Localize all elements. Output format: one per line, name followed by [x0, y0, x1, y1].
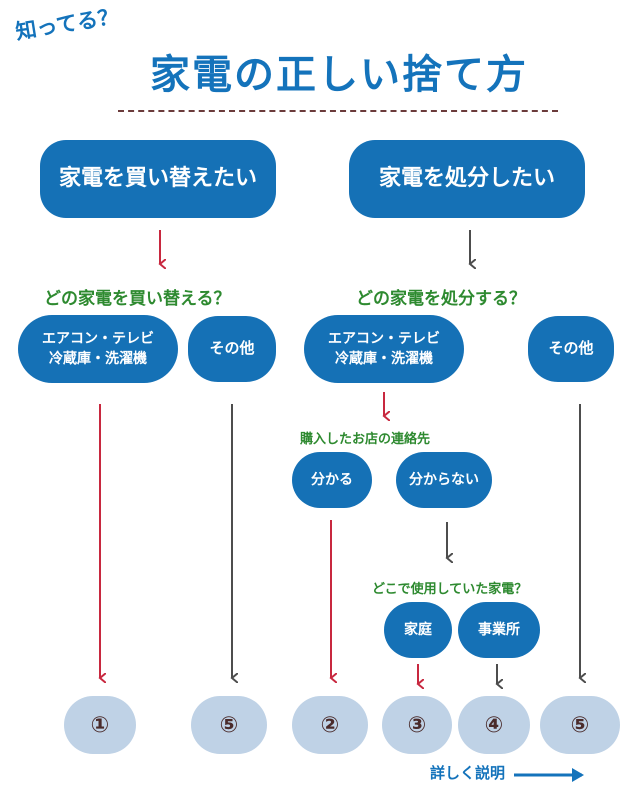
details-link[interactable]: 詳しく説明 [430, 764, 506, 782]
title-divider [118, 110, 558, 112]
usage-question: どこで使用していた家電？ [372, 582, 528, 597]
option-large-appliances-right: エアコン・テレビ 冷蔵庫・洗濯機 [304, 315, 464, 383]
option-known: 分かる [292, 452, 372, 508]
option-large-appliances-left: エアコン・テレビ 冷蔵庫・洗濯機 [18, 315, 178, 383]
option-other-right: その他 [528, 316, 614, 382]
result-1: ① [64, 696, 136, 754]
result-4: ④ [458, 696, 530, 754]
option-unknown: 分からない [396, 452, 492, 508]
option-other-left: その他 [188, 316, 276, 382]
option-line1: エアコン・テレビ [42, 330, 154, 347]
store-contact-question: 購入したお店の連絡先 [300, 432, 431, 447]
replace-question: どの家電を買い替える？ [44, 289, 231, 309]
dispose-question: どの家電を処分する？ [356, 289, 526, 309]
result-3: ③ [382, 696, 452, 754]
option-business: 事業所 [458, 602, 540, 658]
option-line1: エアコン・テレビ [328, 330, 440, 347]
footer-arrowhead-icon [572, 768, 584, 782]
result-5b: ⑤ [540, 696, 620, 754]
result-5: ⑤ [191, 696, 267, 754]
option-line2: 冷蔵庫・洗濯機 [335, 351, 433, 367]
option-line2: 冷蔵庫・洗濯機 [49, 351, 147, 367]
dispose-appliance-box: 家電を処分したい [349, 140, 585, 218]
option-household: 家庭 [384, 602, 452, 658]
result-2: ② [292, 696, 368, 754]
replace-appliance-box: 家電を買い替えたい [40, 140, 276, 218]
page-title: 家電の正しい捨て方 [150, 52, 528, 98]
